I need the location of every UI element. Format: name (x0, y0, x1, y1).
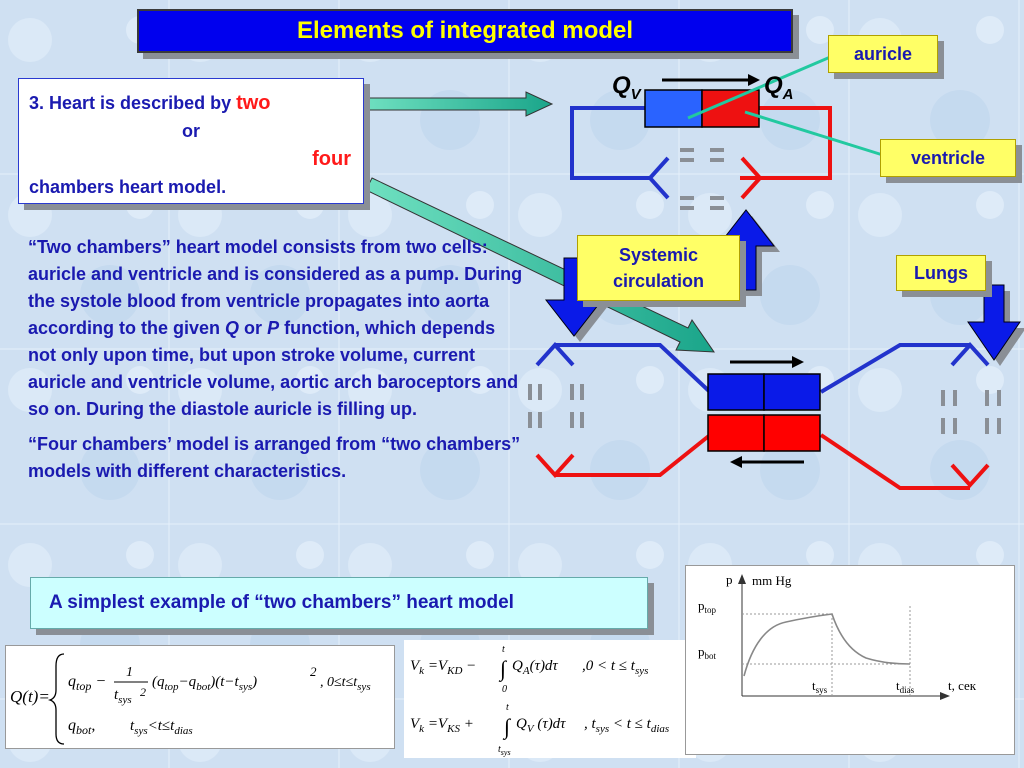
graph-unit: mm Hg (752, 573, 792, 588)
graph-tdias-label: tdias (896, 678, 915, 695)
v-formulas-render: Vk =VKD − t ∫ 0 QA(τ)dτ ,0 < t ≤ tsys Vk… (410, 644, 669, 757)
svg-text:, tsys < t ≤ tdias: , tsys < t ≤ tdias (584, 716, 669, 735)
pressure-graph: p mm Hg ptop pbot tsys tdias t, сек (685, 565, 1015, 755)
graph-tsys-label: tsys (812, 678, 828, 695)
svg-text:(qtop−qbot)(t−tsys): (qtop−qbot)(t−tsys) (152, 674, 257, 693)
slide-title: Elements of integrated model (137, 9, 793, 53)
svg-text:t: t (502, 644, 505, 655)
q-formula: Q(t)= qtop − 1 tsys 2 (qtop−qbot)(t−tsys… (5, 645, 395, 749)
qv-label: QV (612, 72, 641, 103)
svg-text:tsys<t≤tdias: tsys<t≤tdias (130, 718, 193, 737)
v-formulas: Vk =VKD − t ∫ 0 QA(τ)dτ ,0 < t ≤ tsys Vk… (404, 640, 696, 758)
systemic-circulation-label: Systemic circulation (577, 235, 740, 301)
svg-text:tsys: tsys (114, 687, 132, 706)
svg-text:QV (τ)dτ: QV (τ)dτ (516, 716, 566, 735)
graph-p-label: p (726, 572, 733, 587)
graph-t-axis-label: t, сек (948, 678, 977, 693)
description-paragraph-2: “Four chambers’ model is arranged from “… (28, 434, 521, 481)
auricle-label: auricle (828, 35, 938, 73)
svg-text:Vk =VKD −: Vk =VKD − (410, 658, 476, 677)
svg-text:∫: ∫ (502, 714, 512, 740)
svg-text:, 0≤t≤tsys: , 0≤t≤tsys (320, 675, 371, 693)
svg-text:t: t (506, 702, 509, 713)
pressure-graph-svg: p mm Hg ptop pbot tsys tdias t, сек (698, 572, 977, 700)
q-formula-render: Q(t)= qtop − 1 tsys 2 (qtop−qbot)(t−tsys… (10, 653, 371, 745)
ventricle-connector (744, 110, 887, 158)
ventricle-label: ventricle (880, 139, 1016, 177)
heart-model-box: 3. Heart is described by two or four cha… (18, 78, 364, 204)
auricle-connector (687, 53, 836, 120)
svg-text:2: 2 (140, 685, 146, 699)
graph-pbot-label: pbot (698, 644, 717, 661)
graph-ptop-label: ptop (698, 598, 717, 615)
svg-text:∫: ∫ (498, 656, 508, 682)
lungs-label: Lungs (896, 255, 986, 291)
svg-text:0: 0 (502, 684, 507, 695)
svg-text:1: 1 (126, 665, 133, 680)
svg-text:,0 < t ≤ tsys: ,0 < t ≤ tsys (582, 658, 648, 677)
svg-text:qtop −: qtop − (68, 673, 106, 693)
svg-text:Q(t)=: Q(t)= (10, 687, 50, 706)
blue-arrow-down-right (967, 284, 1024, 366)
four-chamber-heart (528, 342, 1001, 490)
pointer-arrow-lower (365, 177, 715, 353)
model-description: “Two chambers” heart model consists from… (28, 234, 528, 493)
svg-text:tsys: tsys (498, 744, 511, 757)
svg-text:Vk =VKS +: Vk =VKS + (410, 716, 474, 735)
pointer-arrow-upper (365, 91, 554, 117)
description-paragraph-1: “Two chambers” heart model consists from… (28, 237, 523, 419)
qa-label: QA (764, 72, 794, 103)
example-banner: A simplest example of “two chambers” hea… (30, 577, 648, 629)
svg-text:qbot,: qbot, (68, 717, 95, 737)
svg-text:QA(τ)dτ: QA(τ)dτ (512, 658, 558, 677)
svg-text:2: 2 (310, 664, 317, 679)
